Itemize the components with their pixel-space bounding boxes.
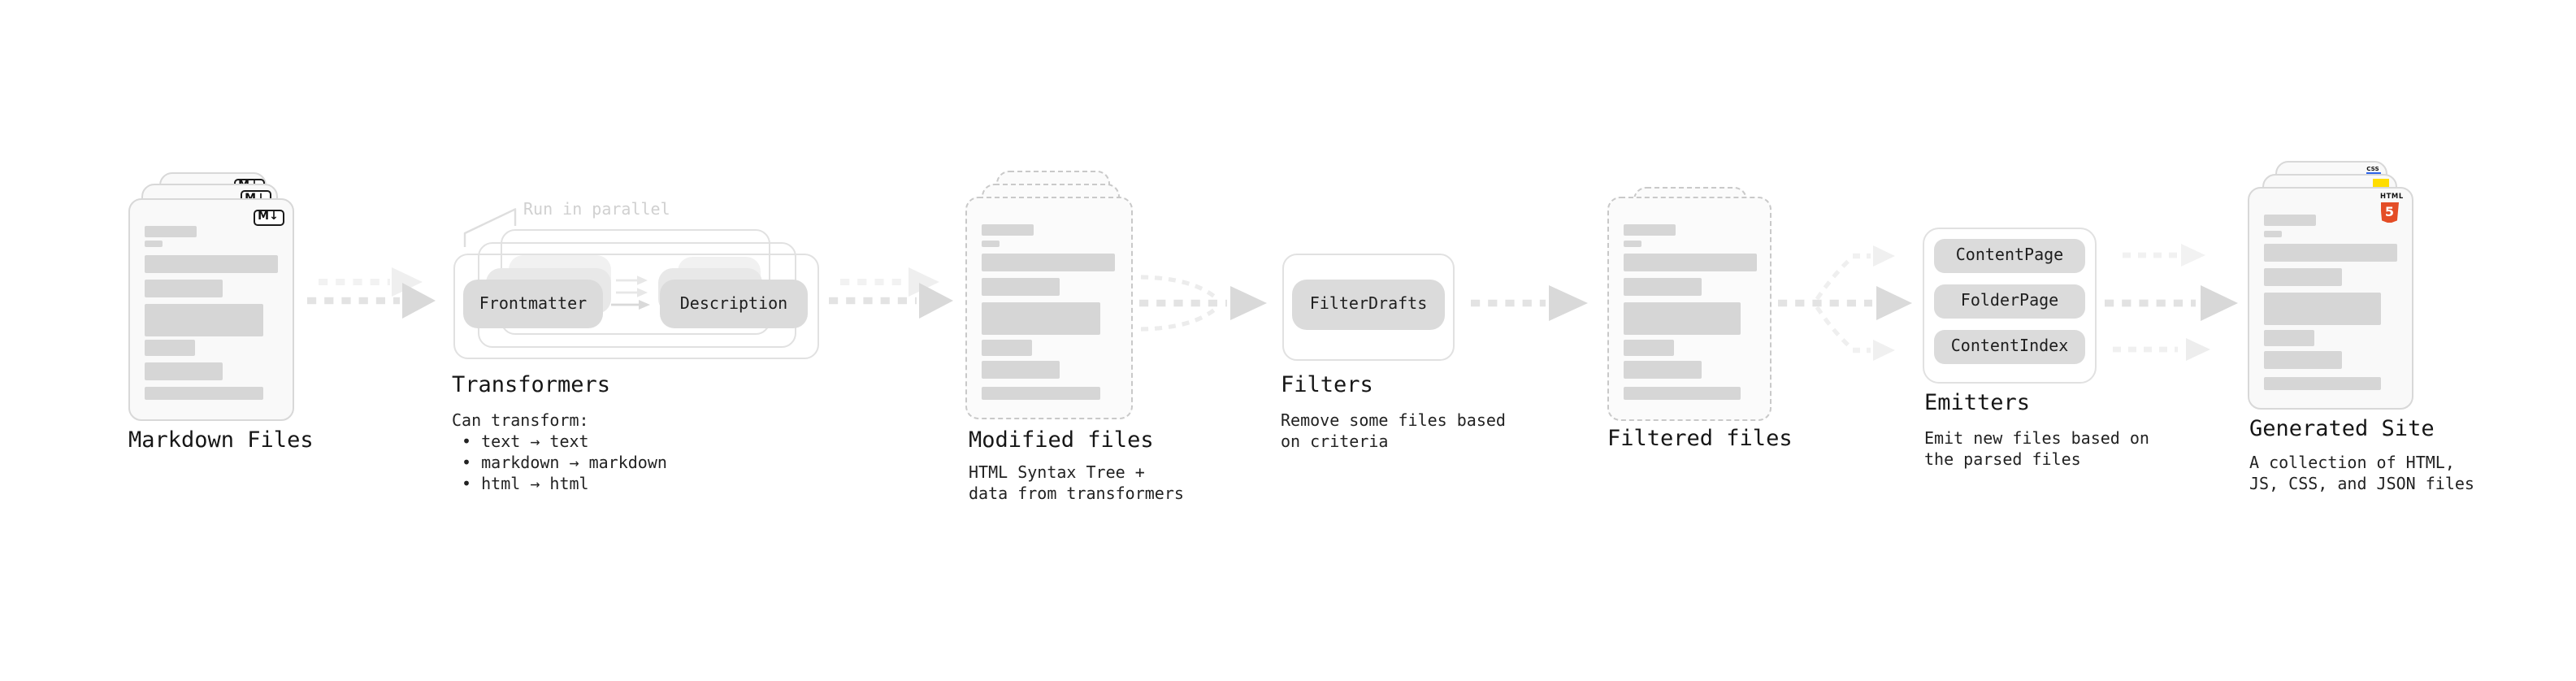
arrow-filtered-to-emitters-fork	[1778, 245, 1912, 361]
arrow-filters-to-filtered	[1471, 285, 1588, 321]
placeholder-text-bar	[1623, 302, 1741, 335]
placeholder-text-bar	[1623, 224, 1675, 236]
placeholder-text-bar	[145, 303, 262, 336]
arrow-markdown-to-transformers	[307, 267, 436, 319]
placeholder-text-bar	[2263, 215, 2315, 226]
placeholder-text-bar	[982, 240, 1000, 246]
transformer-frame-front	[453, 254, 818, 359]
stage-title-transformers: Transformers	[452, 371, 611, 397]
generated-site-description: A collection of HTML, JS, CSS, and JSON …	[2249, 455, 2474, 494]
stage-title-generated-site: Generated Site	[2249, 415, 2435, 441]
emitters-description: Emit new files based on the parsed files	[1924, 431, 2149, 470]
arrow-emitters-to-generated-top	[2123, 244, 2205, 267]
html-file-card-front: HTML 5	[2247, 187, 2413, 409]
folderpage-button: FolderPage	[1934, 284, 2085, 319]
modified-file-card-front	[965, 197, 1132, 419]
placeholder-text-bar	[145, 279, 223, 297]
placeholder-text-bar	[2263, 293, 2381, 325]
placeholder-text-bar	[982, 224, 1034, 236]
placeholder-text-bar	[982, 386, 1099, 399]
placeholder-text-bar	[145, 387, 262, 400]
stage-title-emitters: Emitters	[1924, 389, 2031, 415]
placeholder-text-bar	[1623, 278, 1701, 296]
placeholder-text-bar	[982, 302, 1099, 335]
placeholder-text-bar	[145, 340, 195, 356]
contentpage-button: ContentPage	[1934, 238, 2085, 273]
placeholder-text-bar	[145, 241, 163, 247]
description-button: Description	[660, 280, 808, 328]
stage-title-markdown-files: Markdown Files	[128, 427, 314, 453]
placeholder-text-bar	[1623, 240, 1641, 246]
stage-title-filters: Filters	[1281, 371, 1373, 397]
markdown-file-card-front: M↓	[128, 197, 294, 420]
placeholder-text-bar	[982, 254, 1115, 271]
frontmatter-button: Frontmatter	[463, 280, 603, 328]
placeholder-text-bar	[982, 278, 1060, 296]
filterdrafts-button: FilterDrafts	[1292, 279, 1445, 329]
html5-shield: 5	[2380, 202, 2399, 223]
modified-files-description: HTML Syntax Tree + data from transformer…	[969, 465, 1184, 504]
arrow-emitters-to-generated-bottom	[2113, 338, 2210, 361]
stage-title-filtered-files: Filtered files	[1607, 425, 1793, 451]
placeholder-text-bar	[2263, 268, 2341, 286]
placeholder-text-bar	[145, 362, 223, 380]
placeholder-text-bar	[2263, 230, 2281, 236]
filtered-file-card-front	[1607, 197, 1771, 420]
contentindex-button: ContentIndex	[1934, 329, 2085, 364]
placeholder-text-bar	[982, 339, 1032, 355]
transformers-description: Can transform: • text → text • markdown …	[452, 413, 667, 494]
arrow-modified-to-filters-merge	[1139, 275, 1267, 332]
placeholder-text-bar	[145, 254, 278, 272]
placeholder-text-bar	[145, 225, 197, 236]
placeholder-text-bar	[2263, 244, 2396, 262]
placeholder-text-bar	[1623, 386, 1741, 399]
placeholder-text-bar	[1623, 254, 1756, 271]
placeholder-text-bar	[1623, 361, 1701, 379]
placeholder-text-bar	[1623, 339, 1673, 355]
stage-title-modified-files: Modified files	[969, 427, 1154, 453]
placeholder-text-bar	[2263, 329, 2314, 345]
placeholder-text-bar	[2263, 376, 2381, 389]
run-in-parallel-note: Run in parallel	[523, 202, 670, 219]
filters-description: Remove some files based on criteria	[1281, 413, 1506, 452]
arrow-emitters-to-generated-middle	[2105, 285, 2238, 321]
placeholder-text-bar	[2263, 351, 2341, 369]
html5-badge-icon: HTML 5	[2380, 193, 2403, 223]
arrow-transformers-to-modified	[829, 267, 953, 319]
placeholder-text-bar	[982, 361, 1060, 379]
markdown-badge-icon: M↓	[253, 209, 284, 226]
